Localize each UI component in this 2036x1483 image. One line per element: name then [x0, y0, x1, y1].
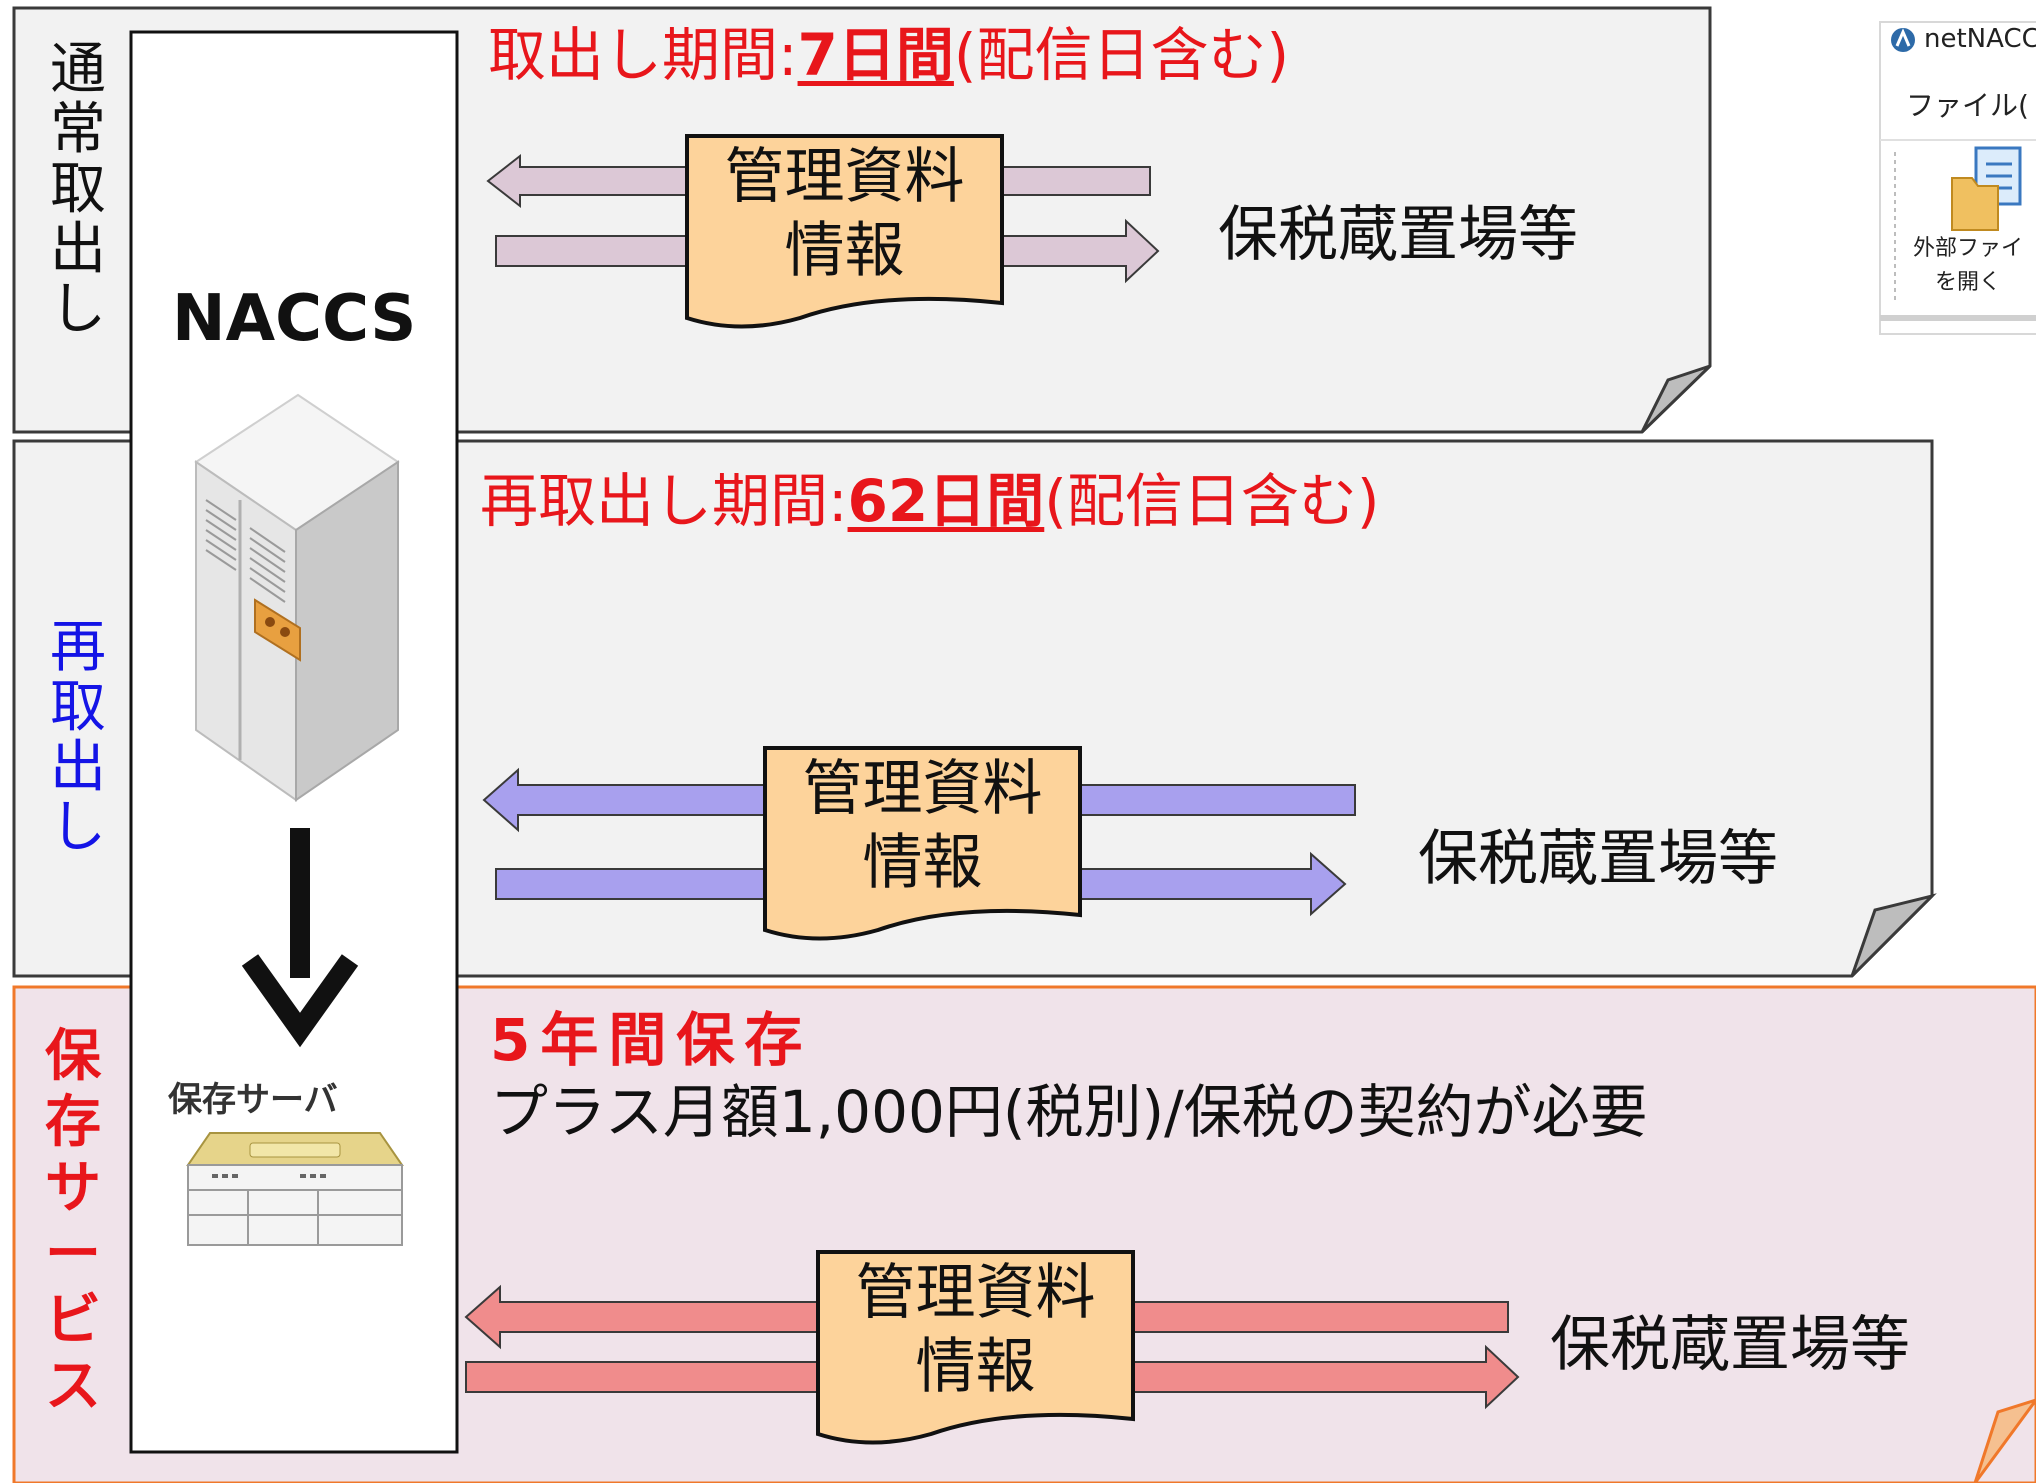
reissue-section-fold [1850, 893, 1937, 978]
file-menu[interactable]: ファイル( [1906, 89, 2029, 122]
normal-doc-text: 管理資料 情報 [724, 142, 965, 286]
normal-section-label: 通 常 取 出 し [50, 37, 106, 342]
storage-section-panel [12, 985, 2036, 1483]
reissue-destination: 保税蔵置場等 [1418, 824, 1778, 894]
reissue-period-prefix: 再取出し期間: [480, 467, 848, 535]
storage-server-icon [186, 1132, 404, 1246]
reissue-doc-text: 管理資料 情報 [802, 754, 1043, 898]
normal-period-title: 取出し期間:7日間(配信日含む) [488, 20, 1289, 90]
reissue-section-label: 再 取 出 し [50, 615, 106, 860]
normal-period-prefix: 取出し期間: [488, 21, 798, 89]
down-arrow [241, 828, 359, 1048]
storage-doc-text: 管理資料 情報 [855, 1258, 1096, 1402]
reissue-arrows [482, 767, 1356, 917]
normal-section-fold [1640, 364, 1712, 434]
storage-title: 5年間保存 [490, 1006, 813, 1074]
storage-section-label: 保 存 サ ー ビ ス [45, 1024, 101, 1419]
reissue-doc-shape [763, 746, 1082, 941]
normal-destination: 保税蔵置場等 [1218, 200, 1578, 270]
reissue-period-value: 62日間 [847, 467, 1045, 535]
storage-doc-shape [816, 1250, 1135, 1445]
normal-doc-shape [685, 134, 1004, 329]
normal-period-suffix: (配信日含む) [953, 21, 1290, 89]
normal-period-value: 7日間 [797, 21, 954, 89]
open-file-icon [1951, 146, 2022, 231]
open-external-file-button[interactable]: 外部ファイ を開く [1912, 236, 2023, 295]
naccs-label: NACCS [172, 282, 417, 356]
naccs-server-icon [194, 393, 400, 802]
storage-section-fold [1973, 1398, 2036, 1483]
reissue-period-suffix: (配信日含む) [1044, 467, 1380, 535]
storage-server-label: 保存サーバ [168, 1080, 338, 1120]
app-window-fragment [1879, 21, 2036, 335]
app-window-title: netNACC [1924, 24, 2036, 54]
storage-subtitle: プラス月額1,000円(税別)/保税の契約が必要 [490, 1078, 1648, 1146]
storage-destination: 保税蔵置場等 [1550, 1310, 1910, 1380]
reissue-period-title: 再取出し期間:62日間(配信日含む) [480, 466, 1380, 536]
